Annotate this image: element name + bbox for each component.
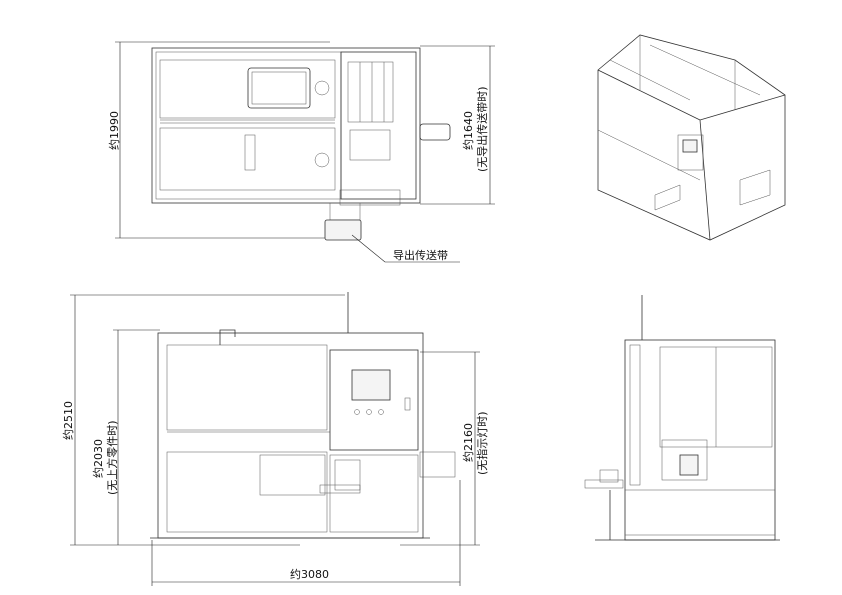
top-depth-label: 约1990 [108,111,121,150]
isometric-view [597,34,786,241]
top-view: 约1990 约1640 (无导出传送带时) 导出传送带 [108,41,495,263]
height-no-lamp-label: 约2160 [462,423,475,462]
top-depth-no-conveyor-label: 约1640 [462,111,475,150]
front-view: 约2510 约2030 (无上方零件时) 约2160 (无指示灯时) 约3080 [62,292,489,586]
side-view [584,295,780,541]
exit-conveyor-label: 导出传送带 [393,248,448,262]
height-no-lamp-note: (无指示灯时) [475,411,489,475]
total-width-label: 约3080 [290,568,329,581]
height-no-top-label: 约2030 [92,439,105,478]
top-depth-note: (无导出传送带时) [475,86,489,172]
total-height-label: 约2510 [62,401,75,440]
height-no-top-note: (无上方零件时) [105,420,119,495]
